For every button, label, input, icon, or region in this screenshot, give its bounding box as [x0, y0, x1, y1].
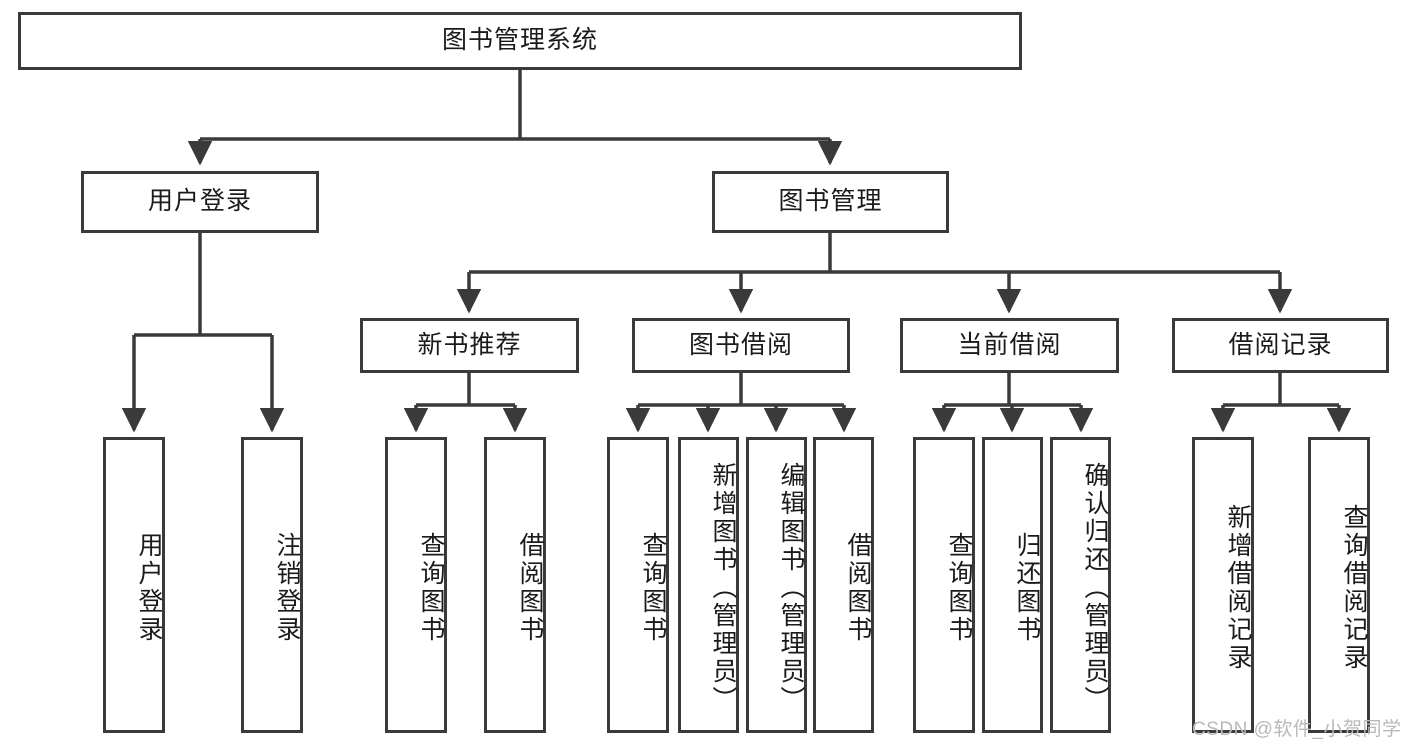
node-leaf-borrow-book-2-label: 借阅图书 [844, 532, 872, 644]
node-leaf-confirm-return[interactable]: 确认归还（管理员） [1050, 437, 1111, 733]
node-borrow-record-label: 借阅记录 [1228, 330, 1333, 359]
node-book-manage-label: 图书管理 [778, 187, 883, 216]
node-leaf-query-book-1[interactable]: 查询图书 [385, 437, 447, 733]
node-leaf-edit-book[interactable]: 编辑图书（管理员） [746, 437, 807, 733]
node-leaf-query-book-1-label: 查询图书 [417, 532, 445, 644]
node-leaf-edit-book-label: 编辑图书（管理员） [777, 462, 805, 714]
node-book-borrow-label: 图书借阅 [688, 330, 793, 359]
node-new-book-recommend[interactable]: 新书推荐 [360, 318, 579, 373]
node-leaf-user-login-label: 用户登录 [135, 532, 163, 644]
node-leaf-add-book-label: 新增图书（管理员） [709, 462, 737, 714]
node-leaf-add-record-label: 新增借阅记录 [1224, 504, 1252, 672]
node-borrow-record[interactable]: 借阅记录 [1172, 318, 1389, 373]
node-leaf-query-record-label: 查询借阅记录 [1340, 504, 1368, 672]
node-leaf-borrow-book-1-label: 借阅图书 [516, 532, 544, 644]
node-root-label: 图书管理系统 [441, 26, 598, 55]
node-leaf-return-book-label: 归还图书 [1013, 532, 1041, 644]
node-root[interactable]: 图书管理系统 [18, 12, 1022, 70]
node-new-book-recommend-label: 新书推荐 [417, 330, 522, 359]
node-leaf-return-book[interactable]: 归还图书 [982, 437, 1043, 733]
node-user-login-label: 用户登录 [147, 187, 252, 216]
node-book-borrow[interactable]: 图书借阅 [632, 318, 850, 373]
node-leaf-query-book-3[interactable]: 查询图书 [913, 437, 975, 733]
node-current-borrow-label: 当前借阅 [957, 330, 1062, 359]
csdn-watermark: CSDN @软件_小贺同学 [1192, 719, 1402, 740]
node-leaf-logout-login-label: 注销登录 [273, 532, 301, 644]
node-leaf-query-book-2-label: 查询图书 [639, 532, 667, 644]
node-leaf-borrow-book-1[interactable]: 借阅图书 [484, 437, 546, 733]
node-leaf-query-book-3-label: 查询图书 [945, 532, 973, 644]
node-leaf-add-record[interactable]: 新增借阅记录 [1192, 437, 1254, 733]
node-book-manage[interactable]: 图书管理 [712, 171, 949, 233]
node-leaf-user-login[interactable]: 用户登录 [103, 437, 165, 733]
node-leaf-logout-login[interactable]: 注销登录 [241, 437, 303, 733]
node-leaf-borrow-book-2[interactable]: 借阅图书 [813, 437, 874, 733]
node-user-login[interactable]: 用户登录 [81, 171, 319, 233]
node-leaf-confirm-return-label: 确认归还（管理员） [1081, 462, 1109, 714]
node-leaf-query-book-2[interactable]: 查询图书 [607, 437, 669, 733]
node-leaf-query-record[interactable]: 查询借阅记录 [1308, 437, 1370, 733]
node-current-borrow[interactable]: 当前借阅 [900, 318, 1119, 373]
node-leaf-add-book[interactable]: 新增图书（管理员） [678, 437, 739, 733]
